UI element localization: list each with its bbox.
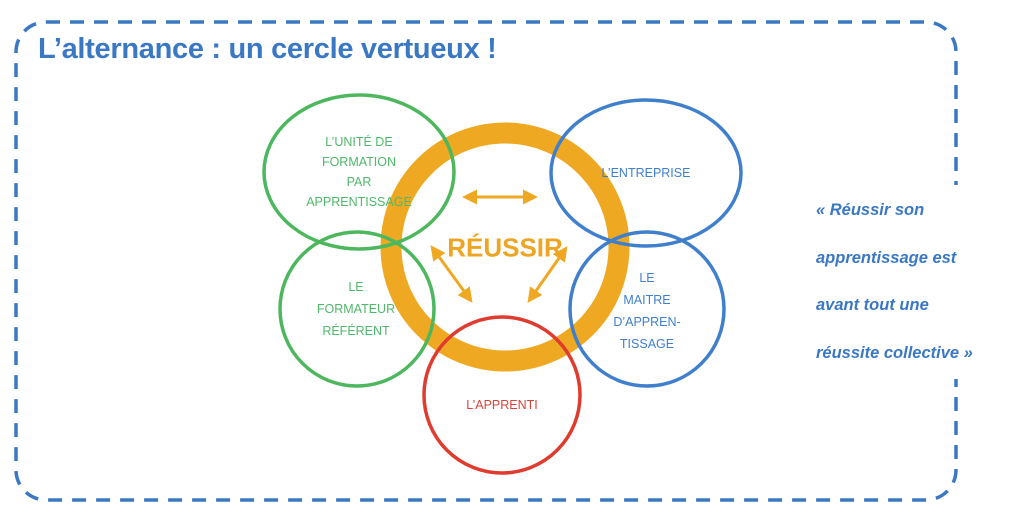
- quote-line: réussite collective »: [816, 343, 973, 362]
- label-ufa: L’UNITÉ DE FORMATION PAR APPRENTISSAGE: [306, 132, 412, 212]
- circle-entreprise: [549, 98, 743, 248]
- circle-ufa: [262, 93, 456, 251]
- label-line: L’UNITÉ DE: [325, 135, 393, 149]
- quote-line: « Réussir son: [816, 201, 925, 219]
- label-maitre: LE MAITRE D’APPREN- TISSAGE: [613, 267, 680, 355]
- label-line: L’ENTREPRISE: [601, 166, 691, 180]
- label-line: RÉFÉRENT: [322, 324, 390, 338]
- label-formateur: LE FORMATEUR RÉFÉRENT: [317, 276, 395, 342]
- circle-maitre: [568, 230, 726, 388]
- label-line: LE: [639, 271, 655, 285]
- quote-line: avant tout une: [816, 296, 929, 314]
- label-line: FORMATION: [321, 155, 397, 169]
- circle-formateur: [278, 230, 436, 388]
- quote: « Réussir son apprentissage est avant to…: [812, 185, 977, 379]
- label-entreprise: L’ENTREPRISE: [602, 163, 691, 183]
- label-line: L’APPRENTI: [466, 398, 538, 412]
- label-line: MAITRE: [623, 293, 671, 307]
- label-apprenti: L’APPRENTI: [466, 395, 538, 415]
- circle-apprenti: [422, 315, 582, 475]
- label-line: FORMATEUR: [316, 302, 396, 316]
- page-title: L’alternance : un cercle vertueux !: [38, 33, 497, 65]
- center-label: RÉUSSIR: [447, 232, 563, 263]
- quote-line: apprentissage est: [816, 248, 957, 267]
- label-line: LE: [348, 280, 364, 294]
- arrow-left-diagonal: [430, 245, 473, 303]
- success-ring: [380, 122, 630, 372]
- label-line: TISSAGE: [619, 337, 675, 351]
- arrow-right-diagonal: [527, 246, 568, 303]
- label-line: APPRENTISSAGE: [306, 195, 412, 209]
- label-line: D’APPREN-: [613, 315, 681, 329]
- label-line: PAR: [346, 175, 372, 189]
